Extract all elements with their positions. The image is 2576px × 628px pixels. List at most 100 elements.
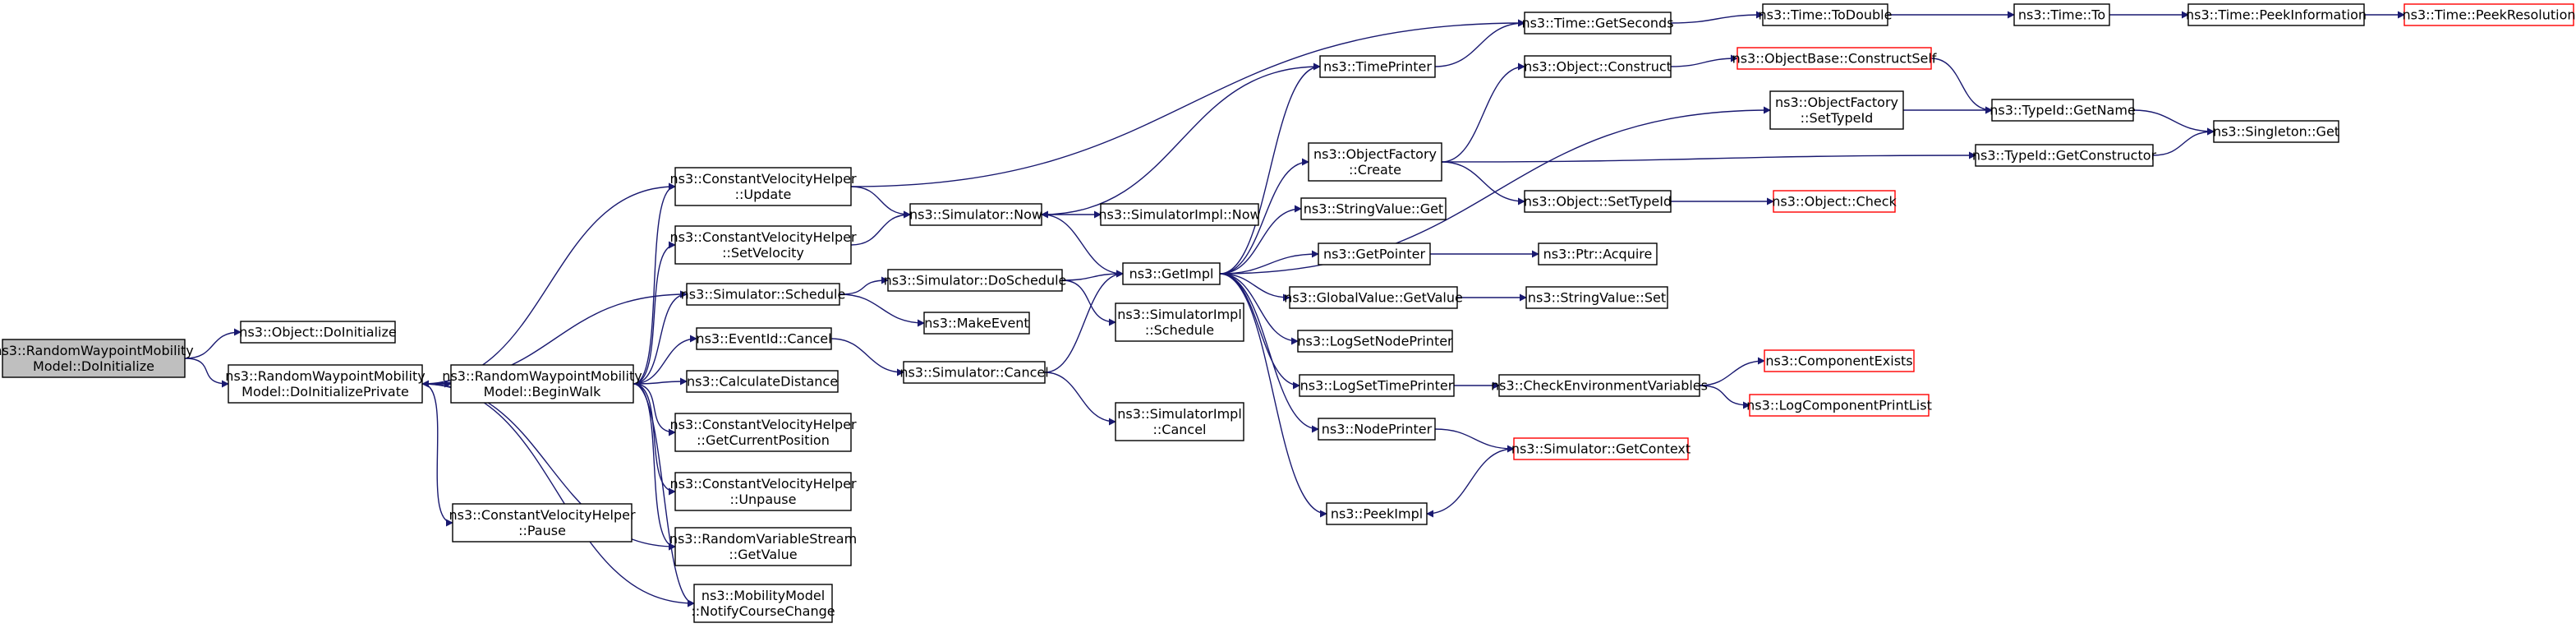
node-label-line: ns3::TypeId::GetName [1990,103,2136,118]
node-timeprinter[interactable]: ns3::TimePrinter [1319,55,1436,78]
node-box [1762,3,1888,26]
edge-objfactcreate-to-typeidgetctor [1441,151,1976,163]
node-box [1975,144,2154,167]
node-timetodouble[interactable]: ns3::Time::ToDouble [1759,3,1893,26]
node-simdosched[interactable]: ns3::Simulator::DoSchedule [884,269,1067,292]
node-label-line: ns3::Object::Construct [1524,59,1672,75]
node-objsettypeid[interactable]: ns3::Object::SetTypeId [1524,190,1672,213]
node-getpointer[interactable]: ns3::GetPointer [1318,242,1431,266]
node-objconstruct[interactable]: ns3::Object::Construct [1524,55,1672,78]
node-simnow[interactable]: ns3::Simulator::Now [909,203,1042,226]
node-box [1318,242,1431,266]
node-label-line: ns3::MakeEvent [924,316,1028,331]
edge-timegetsec-to-timetodouble [1670,11,1764,24]
node-typeidgetctor[interactable]: ns3::TypeId::GetConstructor [1972,144,2157,167]
edge-arrow [830,338,904,376]
node-checkenv[interactable]: ns3::CheckEnvironmentVariables [1491,374,1708,397]
node-logsetnode[interactable]: ns3::LogSetNodePrinter [1297,330,1453,353]
node-box [674,225,852,265]
edge-arrow [2152,127,2215,156]
edge-arrow [184,358,229,388]
node-timegetsec[interactable]: ns3::Time::GetSeconds [1521,12,1674,35]
node-objbaseconstruct[interactable]: ns3::ObjectBase::ConstructSelf [1732,47,1937,70]
node-simimplsched[interactable]: ns3::SimulatorImpl::Schedule [1115,302,1244,342]
node-doinit[interactable]: ns3::Object::DoInitialize [239,321,397,344]
node-logsettime[interactable]: ns3::LogSetTimePrinter [1299,374,1455,397]
edge-beginwalk-to-cvunpause [632,383,676,496]
node-label-line: ns3::RandomWaypointMobility [225,368,425,384]
edge-timeprinter-to-timegetsec [1434,19,1525,67]
node-label-line: ns3::ObjectFactory [1313,146,1437,162]
edge-arrow [1434,428,1515,453]
node-label-line: ::Pause [518,523,566,538]
edge-arrow [1061,279,1116,326]
node-label-line: ns3::Object::DoInitialize [239,325,396,340]
node-makeevent[interactable]: ns3::MakeEvent [923,312,1030,335]
node-label-line: ns3::Object::Check [1772,194,1897,210]
node-typeidgetname[interactable]: ns3::TypeId::GetName [1990,99,2136,122]
node-calcdist[interactable]: ns3::CalculateDistance [686,370,839,393]
node-cvunpause[interactable]: ns3::ConstantVelocityHelper::Unpause [669,472,857,511]
node-label-line: ns3::RandomWaypointMobility [0,343,194,358]
node-box [1326,502,1428,525]
node-stringvalget[interactable]: ns3::StringValue::Get [1300,197,1447,220]
edge-arrow [1441,161,1525,205]
node-peekimpl[interactable]: ns3::PeekImpl [1326,502,1428,525]
edge-beginwalk-to-cvupdate [632,182,676,385]
node-objcheck[interactable]: ns3::Object::Check [1772,190,1898,213]
node-box [1749,394,1930,417]
node-logcompprint[interactable]: ns3::LogComponentPrintList [1746,394,1932,417]
node-box [1308,142,1442,182]
node-cvgetpos[interactable]: ns3::ConstantVelocityHelper::GetCurrentP… [669,413,857,452]
node-simimplnow[interactable]: ns3::SimulatorImpl::Now [1098,203,1261,226]
node-box [1524,55,1672,78]
node-rvsget[interactable]: ns3::RandomVariableStream::GetValue [669,527,857,566]
node-simgetctx[interactable]: ns3::Simulator::GetContext [1511,437,1690,460]
node-simimplcancel[interactable]: ns3::SimulatorImpl::Cancel [1115,402,1244,441]
node-cvpause[interactable]: ns3::ConstantVelocityHelper::Pause [448,503,636,543]
node-singletonget[interactable]: ns3::Singleton::Get [2213,120,2339,143]
edge-arrow [1670,54,1738,67]
node-timepeekinfo[interactable]: ns3::Time::PeekInformation [2186,3,2367,26]
node-doinitpriv[interactable]: ns3::RandomWaypointMobilityModel::DoInit… [225,364,426,404]
edge-typeidgetname-to-singletonget [2132,109,2215,136]
node-gvgetvalue[interactable]: ns3::GlobalValue::GetValue [1284,286,1463,309]
edge-arrow [1670,11,1764,24]
node-beginwalk[interactable]: ns3::RandomWaypointMobilityModel::BeginW… [442,364,642,404]
node-objfactsettypeid[interactable]: ns3::ObjectFactory::SetTypeId [1769,90,1904,130]
node-ptracquire[interactable]: ns3::Ptr::Acquire [1538,242,1658,266]
node-label-line: ns3::SimulatorImpl [1117,406,1242,422]
node-label-line: ::Cancel [1153,422,1207,437]
node-timeto[interactable]: ns3::Time::To [2013,3,2110,26]
node-objfactcreate[interactable]: ns3::ObjectFactory::Create [1308,142,1442,182]
node-label-line: ns3::RandomWaypointMobility [442,368,642,384]
edge-cvsetvel-to-simnow [850,210,911,246]
node-simschedule[interactable]: ns3::Simulator::Schedule [681,283,846,306]
node-box [674,472,852,511]
node-componentexists[interactable]: ns3::ComponentExists [1764,349,1915,372]
edge-arrow [632,383,695,607]
node-label-line: ns3::RandomVariableStream [669,531,857,547]
node-nodeprinter[interactable]: ns3::NodePrinter [1318,418,1436,441]
edge-getimpl-to-nodeprinter [1219,273,1319,433]
edge-timeprinter-to-simnow [1041,66,1321,219]
node-label-line: ::NotifyCourseChange [691,603,835,619]
edge-arrow [850,210,911,246]
node-label-line: ns3::EventId::Cancel [696,331,831,347]
node-box [1769,90,1904,130]
node-getimpl[interactable]: ns3::GetImpl [1122,262,1221,285]
node-mmnotify[interactable]: ns3::MobilityModel::NotifyCourseChange [691,584,835,623]
node-label-line: ns3::SimulatorImpl [1117,307,1242,322]
node-timepeekres[interactable]: ns3::Time::PeekResolution [2402,3,2576,26]
node-stringvalset[interactable]: ns3::StringValue::Set [1525,286,1668,309]
node-cvsetvel[interactable]: ns3::ConstantVelocityHelper::SetVelocity [669,225,857,265]
node-eventcancel[interactable]: ns3::EventId::Cancel [696,327,832,350]
edge-arrow [184,328,242,359]
edge-arrow [839,293,925,327]
node-box [1524,12,1672,35]
node-cvupdate[interactable]: ns3::ConstantVelocityHelper::Update [669,167,857,206]
node-simcancel[interactable]: ns3::Simulator::Cancel [899,361,1049,384]
edge-objfactcreate-to-objsettypeid [1441,161,1525,205]
edge-objfactcreate-to-objconstruct [1441,62,1525,163]
node-label-line: ::Unpause [730,492,797,507]
